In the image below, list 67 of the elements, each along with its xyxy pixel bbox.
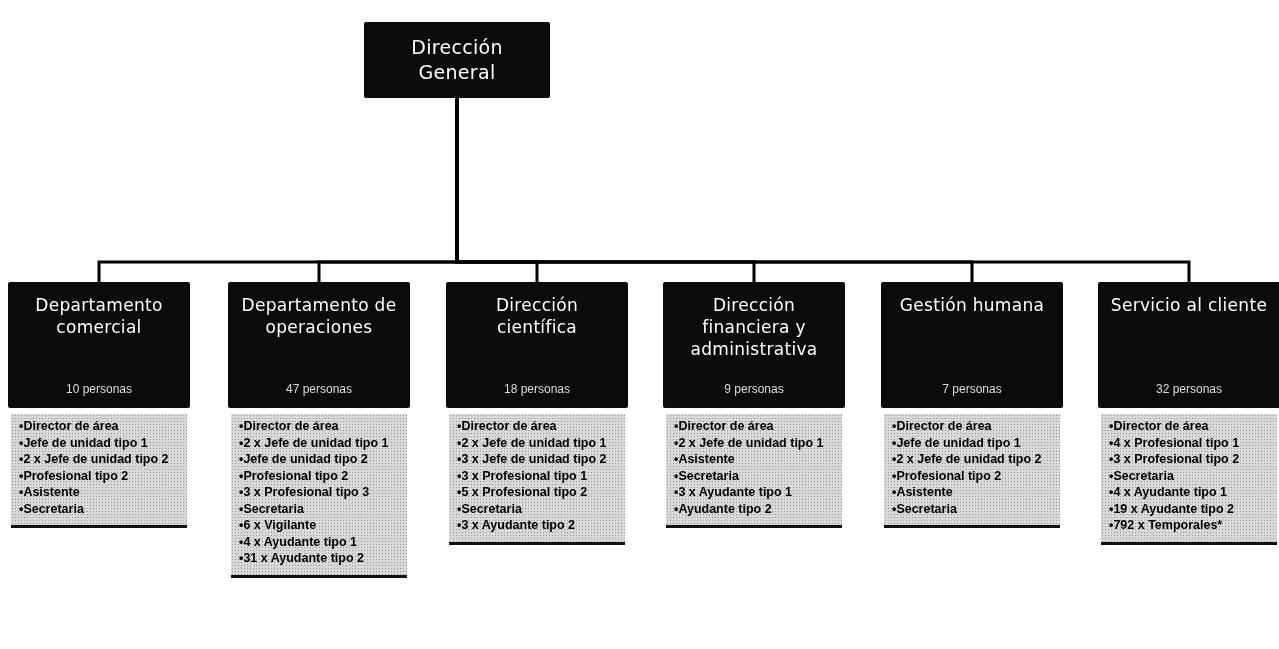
staff-list-item: •2 x Jefe de unidad tipo 1 <box>457 434 608 451</box>
staff-list-item: •Secretaria <box>19 500 85 517</box>
department-box <box>881 282 1063 408</box>
staff-list-panel <box>666 414 842 528</box>
headcount-label: 47 personas <box>284 382 353 396</box>
staff-list-panel <box>1101 414 1277 545</box>
staff-list-item: •Asistente <box>19 484 81 501</box>
staff-list-item: •4 x Profesional tipo 1 <box>1109 434 1241 451</box>
staff-list-item: •Ayudante tipo 2 <box>674 500 773 517</box>
headcount-label: 10 personas <box>64 382 133 396</box>
staff-list-panel <box>449 414 625 545</box>
staff-list-item: •Profesional tipo 2 <box>19 467 130 484</box>
staff-list-panel <box>231 414 407 578</box>
unit-title: Dirección General <box>410 35 504 85</box>
headcount-label: 7 personas <box>941 382 1003 396</box>
staff-list-item: •Secretaria <box>1109 467 1175 484</box>
staff-list-item: •5 x Profesional tipo 2 <box>457 484 589 501</box>
staff-list-item: •Jefe de unidad tipo 1 <box>892 434 1022 451</box>
unit-title: Servicio al cliente <box>1110 294 1268 317</box>
staff-list-item: •2 x Jefe de unidad tipo 2 <box>892 451 1043 468</box>
staff-list-item: •Director de área <box>239 418 340 435</box>
staff-list-item: •Director de área <box>457 418 558 435</box>
staff-list-item: •2 x Jefe de unidad tipo 1 <box>674 434 825 451</box>
staff-list-item: •Director de área <box>19 418 120 435</box>
department-box <box>663 282 845 408</box>
staff-list-item: •6 x Vigilante <box>239 517 318 534</box>
staff-list-item: •3 x Profesional tipo 2 <box>1109 451 1241 468</box>
staff-list-item: •3 x Ayudante tipo 2 <box>457 517 577 534</box>
staff-list-panel <box>884 414 1060 528</box>
staff-list-item: •3 x Profesional tipo 3 <box>239 484 371 501</box>
staff-list-item: •Jefe de unidad tipo 2 <box>239 451 369 468</box>
headcount-label: 18 personas <box>502 382 571 396</box>
department-box <box>446 282 628 408</box>
director-box <box>364 22 550 98</box>
staff-list-item: •Profesional tipo 2 <box>239 467 350 484</box>
staff-list-item: •Secretaria <box>239 500 305 517</box>
staff-list-item: •31 x Ayudante tipo 2 <box>239 550 365 567</box>
department-box <box>228 282 410 408</box>
staff-list-item: •792 x Temporales* <box>1109 517 1224 534</box>
department-box <box>1098 282 1279 408</box>
staff-list-item: •2 x Jefe de unidad tipo 2 <box>19 451 170 468</box>
headcount-label: 9 personas <box>723 382 785 396</box>
staff-list-item: •Secretaria <box>457 500 523 517</box>
department-box <box>8 282 190 408</box>
staff-list-item: •2 x Jefe de unidad tipo 1 <box>239 434 390 451</box>
staff-list-item: •4 x Ayudante tipo 1 <box>239 533 359 550</box>
unit-title: Dirección científica <box>494 294 580 339</box>
staff-list-item: •Asistente <box>674 451 736 468</box>
staff-list-item: •Asistente <box>892 484 954 501</box>
staff-list-item: •3 x Jefe de unidad tipo 2 <box>457 451 608 468</box>
staff-list-item: •Director de área <box>1109 418 1210 435</box>
unit-title: Departamento de operaciones <box>240 294 398 339</box>
staff-list-item: •Jefe de unidad tipo 1 <box>19 434 149 451</box>
staff-list-item: •3 x Ayudante tipo 1 <box>674 484 794 501</box>
staff-list-item: •Director de área <box>674 418 775 435</box>
staff-list-item: •Secretaria <box>892 500 958 517</box>
unit-title: Dirección financiera y administrativa <box>689 294 819 361</box>
staff-list-item: •19 x Ayudante tipo 2 <box>1109 500 1235 517</box>
staff-list-item: •3 x Profesional tipo 1 <box>457 467 589 484</box>
headcount-label: 32 personas <box>1154 382 1223 396</box>
unit-title: Gestión humana <box>899 294 1045 317</box>
staff-list-item: •Director de área <box>892 418 993 435</box>
staff-list-item: •Profesional tipo 2 <box>892 467 1003 484</box>
staff-list-panel <box>11 414 187 528</box>
staff-list-item: •4 x Ayudante tipo 1 <box>1109 484 1229 501</box>
staff-list-item: •Secretaria <box>674 467 740 484</box>
unit-title: Departamento comercial <box>34 294 164 339</box>
